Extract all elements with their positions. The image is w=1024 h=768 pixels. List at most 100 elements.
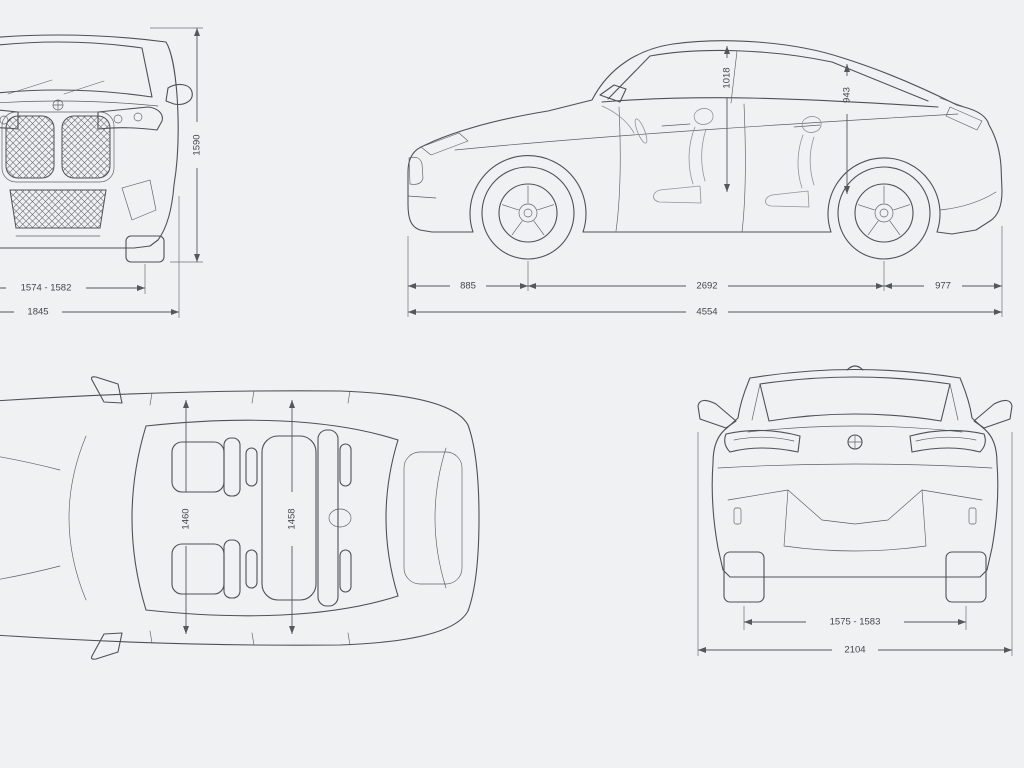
rear-right-tire bbox=[945, 551, 987, 603]
rear-left-headrest bbox=[339, 443, 352, 487]
side-character-line bbox=[454, 113, 959, 151]
front-view-dimension-lines: 1590 1574 - 1582 1845 bbox=[0, 27, 203, 318]
side-headlight bbox=[420, 132, 469, 156]
side-view-dimension-lines: 1018 943 885 2692 977 4554 bbox=[407, 46, 1003, 318]
rear-body-outline bbox=[711, 377, 999, 578]
top-mirror-right bbox=[90, 632, 123, 660]
top-hood-character-lines bbox=[0, 456, 61, 580]
top-rear-seats bbox=[261, 429, 352, 607]
side-front-wheel bbox=[481, 166, 575, 260]
rear-seat-backrest bbox=[797, 134, 815, 189]
front-overall-width-label: 1845 bbox=[27, 307, 48, 318]
side-spoiler-lip bbox=[939, 97, 963, 107]
rear-left-reflector bbox=[733, 507, 742, 525]
front-interior-width-label: 1460 bbox=[181, 508, 192, 529]
rear-left-tire bbox=[723, 551, 765, 603]
front-right-seat-headrest bbox=[245, 549, 258, 589]
rear-spoiler-sides bbox=[751, 383, 959, 421]
front-right-seat-cushion bbox=[171, 543, 225, 595]
wheelbase-label: 2692 bbox=[696, 281, 717, 292]
rear-view-car-drawing bbox=[697, 365, 1013, 603]
front-track-width-label: 1574 - 1582 bbox=[21, 283, 72, 294]
front-windshield bbox=[0, 41, 153, 98]
rear-bench-backrest bbox=[317, 429, 339, 607]
rear-bumper-top-line bbox=[717, 463, 993, 469]
front-kidney-grille-left bbox=[5, 115, 55, 179]
front-right-side-vent bbox=[121, 179, 157, 221]
rear-overhang-label: 977 bbox=[935, 281, 951, 292]
front-seat-backrest bbox=[688, 126, 707, 185]
front-right-seat-backrest bbox=[223, 539, 241, 599]
top-roof-side-lower bbox=[145, 595, 399, 617]
top-rear-window-front-arc bbox=[385, 439, 399, 597]
side-window-outline bbox=[607, 49, 929, 102]
side-rear-bumper-line bbox=[939, 191, 997, 211]
top-view: 1460 1458 bbox=[0, 376, 480, 660]
front-right-headlight bbox=[97, 106, 163, 131]
side-view-car-drawing bbox=[407, 40, 1003, 260]
rear-interior-width-label: 1458 bbox=[287, 508, 298, 529]
rear-left-taillight-detail bbox=[733, 436, 795, 442]
front-body-outline bbox=[0, 34, 179, 249]
front-grille-frame bbox=[1, 111, 115, 183]
rear-right-headrest bbox=[339, 549, 352, 593]
front-view: 1590 1574 - 1582 1845 bbox=[0, 27, 203, 318]
side-underbody-rear bbox=[936, 231, 953, 235]
side-door-handles bbox=[661, 123, 821, 128]
rear-headroom-label: 943 bbox=[842, 87, 853, 103]
overall-length-label: 4554 bbox=[696, 307, 717, 318]
top-view-car-drawing bbox=[0, 376, 480, 660]
front-left-headlight bbox=[0, 109, 19, 130]
top-body-outline bbox=[0, 390, 480, 646]
rear-antenna-fin bbox=[846, 365, 864, 371]
side-front-bumper-line bbox=[407, 195, 437, 199]
side-b-pillar bbox=[730, 50, 738, 104]
rear-diffuser bbox=[727, 489, 983, 552]
front-left-seat-headrest bbox=[245, 447, 258, 487]
front-lower-intake bbox=[9, 189, 107, 229]
top-roof-antenna bbox=[328, 508, 352, 528]
front-headroom-label: 1018 bbox=[722, 67, 733, 88]
side-rear-door-cut bbox=[741, 103, 746, 233]
rear-bench-cushion bbox=[261, 435, 317, 601]
front-seat-cushion bbox=[653, 185, 702, 204]
top-door-seams bbox=[149, 390, 351, 646]
side-view: 1018 943 885 2692 977 4554 bbox=[407, 40, 1003, 318]
rear-seat-headrest bbox=[801, 116, 822, 133]
rear-tailgate-line bbox=[747, 425, 963, 433]
front-left-seat-backrest bbox=[223, 437, 241, 497]
top-front-seats bbox=[171, 437, 258, 599]
side-front-wheel-arch bbox=[469, 155, 587, 233]
dashboard-line bbox=[601, 105, 635, 134]
side-mirror bbox=[599, 84, 627, 103]
rear-window bbox=[759, 376, 951, 422]
top-rear-window-rear-arc bbox=[434, 447, 447, 589]
front-wipers bbox=[7, 79, 105, 95]
rear-seat-cushion bbox=[765, 190, 810, 208]
front-right-headlight-lens-inner bbox=[133, 112, 143, 122]
rear-right-mirror bbox=[973, 399, 1013, 429]
rear-track-label: 1575 - 1583 bbox=[830, 617, 881, 628]
rear-bmw-roundel-icon bbox=[847, 434, 863, 450]
side-taillight bbox=[945, 106, 983, 131]
rear-width-with-mirrors-label: 2104 bbox=[844, 645, 865, 656]
rear-right-taillight-detail bbox=[915, 436, 977, 442]
top-view-dimension-lines: 1460 1458 bbox=[181, 400, 298, 634]
top-cowl-arc bbox=[68, 435, 87, 601]
front-overall-height-label: 1590 bbox=[192, 134, 203, 155]
side-interior-seats bbox=[601, 105, 822, 208]
steering-wheel bbox=[634, 118, 648, 144]
top-windshield-top-arc bbox=[131, 425, 147, 611]
bmw-roundel-icon bbox=[52, 99, 64, 111]
front-right-mirror bbox=[165, 83, 193, 105]
front-left-seat-cushion bbox=[171, 441, 225, 493]
front-right-headlight-lens-outer bbox=[113, 114, 123, 124]
top-roof-side-upper bbox=[145, 419, 399, 441]
rear-view: 1575 - 1583 2104 bbox=[697, 365, 1013, 656]
front-overhang-label: 885 bbox=[460, 281, 476, 292]
side-body-outline bbox=[407, 40, 1003, 235]
side-beltline bbox=[601, 97, 939, 108]
side-front-door-cut bbox=[615, 106, 621, 232]
